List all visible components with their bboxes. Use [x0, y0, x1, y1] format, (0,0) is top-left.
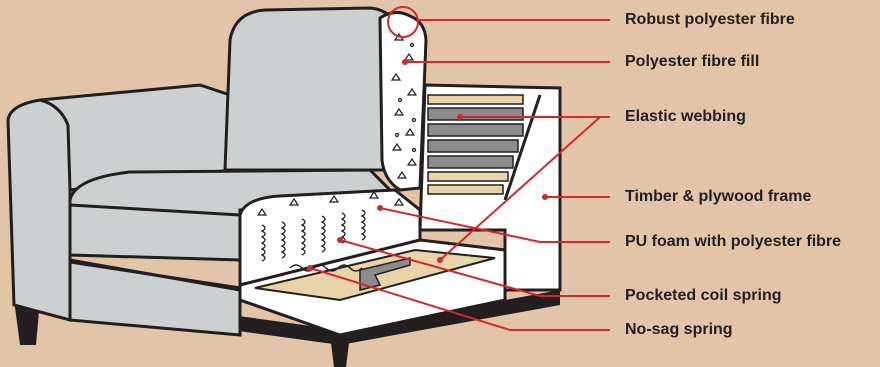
label-robust-polyester-fibre: Robust polyester fibre: [625, 11, 795, 29]
label-no-sag-spring: No-sag spring: [625, 321, 733, 339]
back-cushion: [225, 8, 405, 170]
label-pu-foam: PU foam with polyester fibre: [625, 233, 841, 251]
elastic-webbing-slats: [428, 95, 523, 194]
label-timber-plywood-frame: Timber & plywood frame: [625, 188, 811, 206]
label-polyester-fibre-fill: Polyester fibre fill: [625, 53, 759, 71]
base-front: [70, 260, 240, 335]
label-elastic-webbing: Elastic webbing: [625, 108, 746, 126]
label-pocketed-coil-spring: Pocketed coil spring: [625, 287, 781, 305]
